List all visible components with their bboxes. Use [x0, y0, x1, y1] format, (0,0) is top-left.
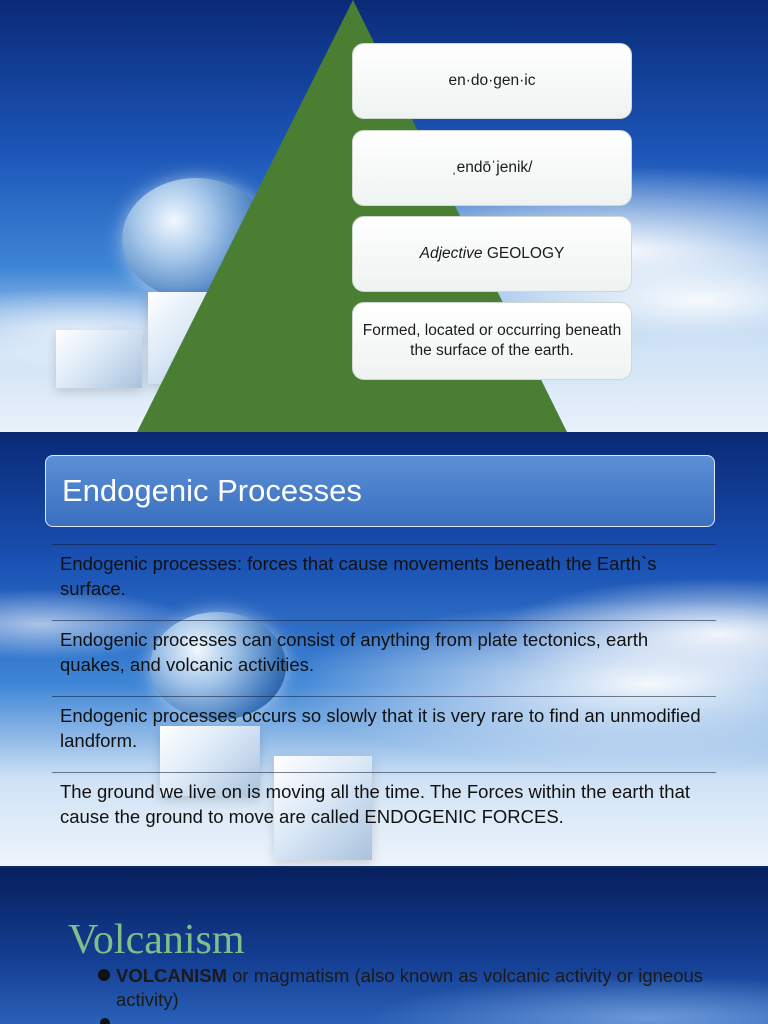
bullet-item: Endogenic processes occurs so slowly tha… [52, 696, 716, 753]
volcanism-slide: Volcanism VOLCANISM or magmatism (also k… [0, 868, 768, 1024]
processes-slide: Endogenic Processes Endogenic processes:… [0, 434, 768, 866]
globe-image [150, 612, 286, 720]
field-text: GEOLOGY [486, 245, 565, 262]
glass-cube-image [274, 756, 372, 860]
glass-cube-image [56, 330, 142, 388]
glass-cube-image [160, 726, 260, 796]
part-of-speech-box: Adjective GEOLOGY [352, 216, 632, 292]
bullet-item: Endogenic processes can consist of anyth… [52, 620, 716, 677]
bullet-item: Endogenic processes: forces that cause m… [52, 544, 716, 601]
bullet-dot [98, 969, 110, 981]
bullet-text: or magmatism (also known as volcanic act… [116, 965, 704, 1010]
slide-title: Endogenic Processes [62, 473, 362, 508]
bullet-dot [100, 1018, 110, 1024]
pronunciation-box: ˌendōˈjenik/ [352, 130, 632, 206]
bullet-bold-text: VOLCANISM [116, 965, 227, 986]
bullet-item: The ground we live on is moving all the … [52, 772, 716, 829]
slide-title: Volcanism [68, 917, 245, 963]
sky-background [0, 868, 768, 1024]
meaning-box: Formed, located or occurring beneath the… [352, 302, 632, 380]
slide-title-bar: Endogenic Processes [45, 455, 715, 527]
pronunciation-text: ˌendōˈjenik/ [451, 159, 533, 176]
meaning-text: Formed, located or occurring beneath the… [362, 322, 622, 359]
word-box: en·do·gen·ic [352, 43, 632, 119]
part-of-speech-text: Adjective [419, 245, 483, 262]
definition-slide: en·do·gen·ic ˌendōˈjenik/ Adjective GEOL… [0, 0, 768, 432]
word-text: en·do·gen·ic [448, 72, 536, 89]
bullet-item: VOLCANISM or magmatism (also known as vo… [98, 964, 720, 1012]
